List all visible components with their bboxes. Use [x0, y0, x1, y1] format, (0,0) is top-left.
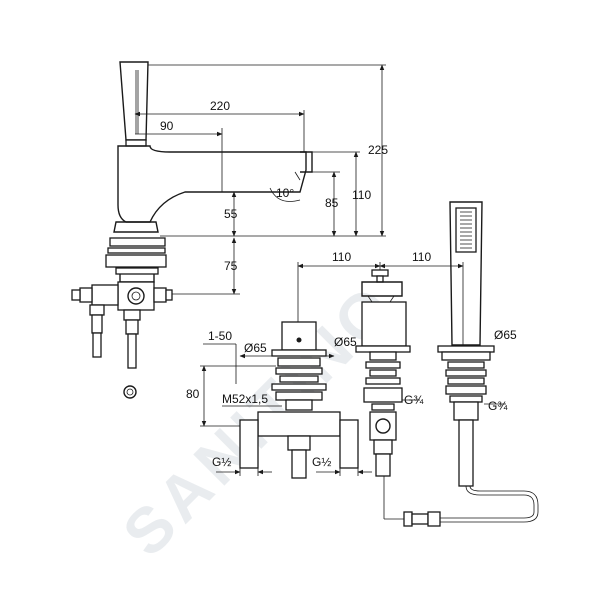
- dim-55: 55: [224, 207, 238, 221]
- dim-110-height: 110: [352, 188, 371, 202]
- dim-g34-shower: G¾: [488, 399, 508, 413]
- dim-80: 80: [186, 387, 200, 401]
- dim-90: 90: [160, 119, 174, 133]
- dim-dia-spout: Ø65: [334, 335, 357, 349]
- dim-thread: M52x1,5: [222, 392, 268, 406]
- dim-75: 75: [224, 259, 238, 273]
- dim-angle: 10°: [276, 186, 294, 200]
- dim-dia-valve: Ø65: [244, 341, 267, 355]
- dim-range: 1-50: [208, 329, 232, 343]
- dim-85: 85: [325, 196, 339, 210]
- dim-110-right: 110: [412, 250, 431, 264]
- shower-hose: [383, 476, 539, 527]
- dim-dia-shower: Ø65: [494, 328, 517, 342]
- dim-g12-left: G½: [212, 455, 231, 469]
- mixer-side-view: [71, 61, 313, 399]
- valve-body: [239, 321, 359, 479]
- dim-220: 220: [210, 99, 230, 113]
- spout-component: [355, 269, 411, 477]
- dim-g12-right: G½: [312, 455, 331, 469]
- dim-225: 225: [368, 143, 388, 157]
- dim-110-left: 110: [332, 250, 351, 264]
- hand-shower-component: [437, 201, 495, 487]
